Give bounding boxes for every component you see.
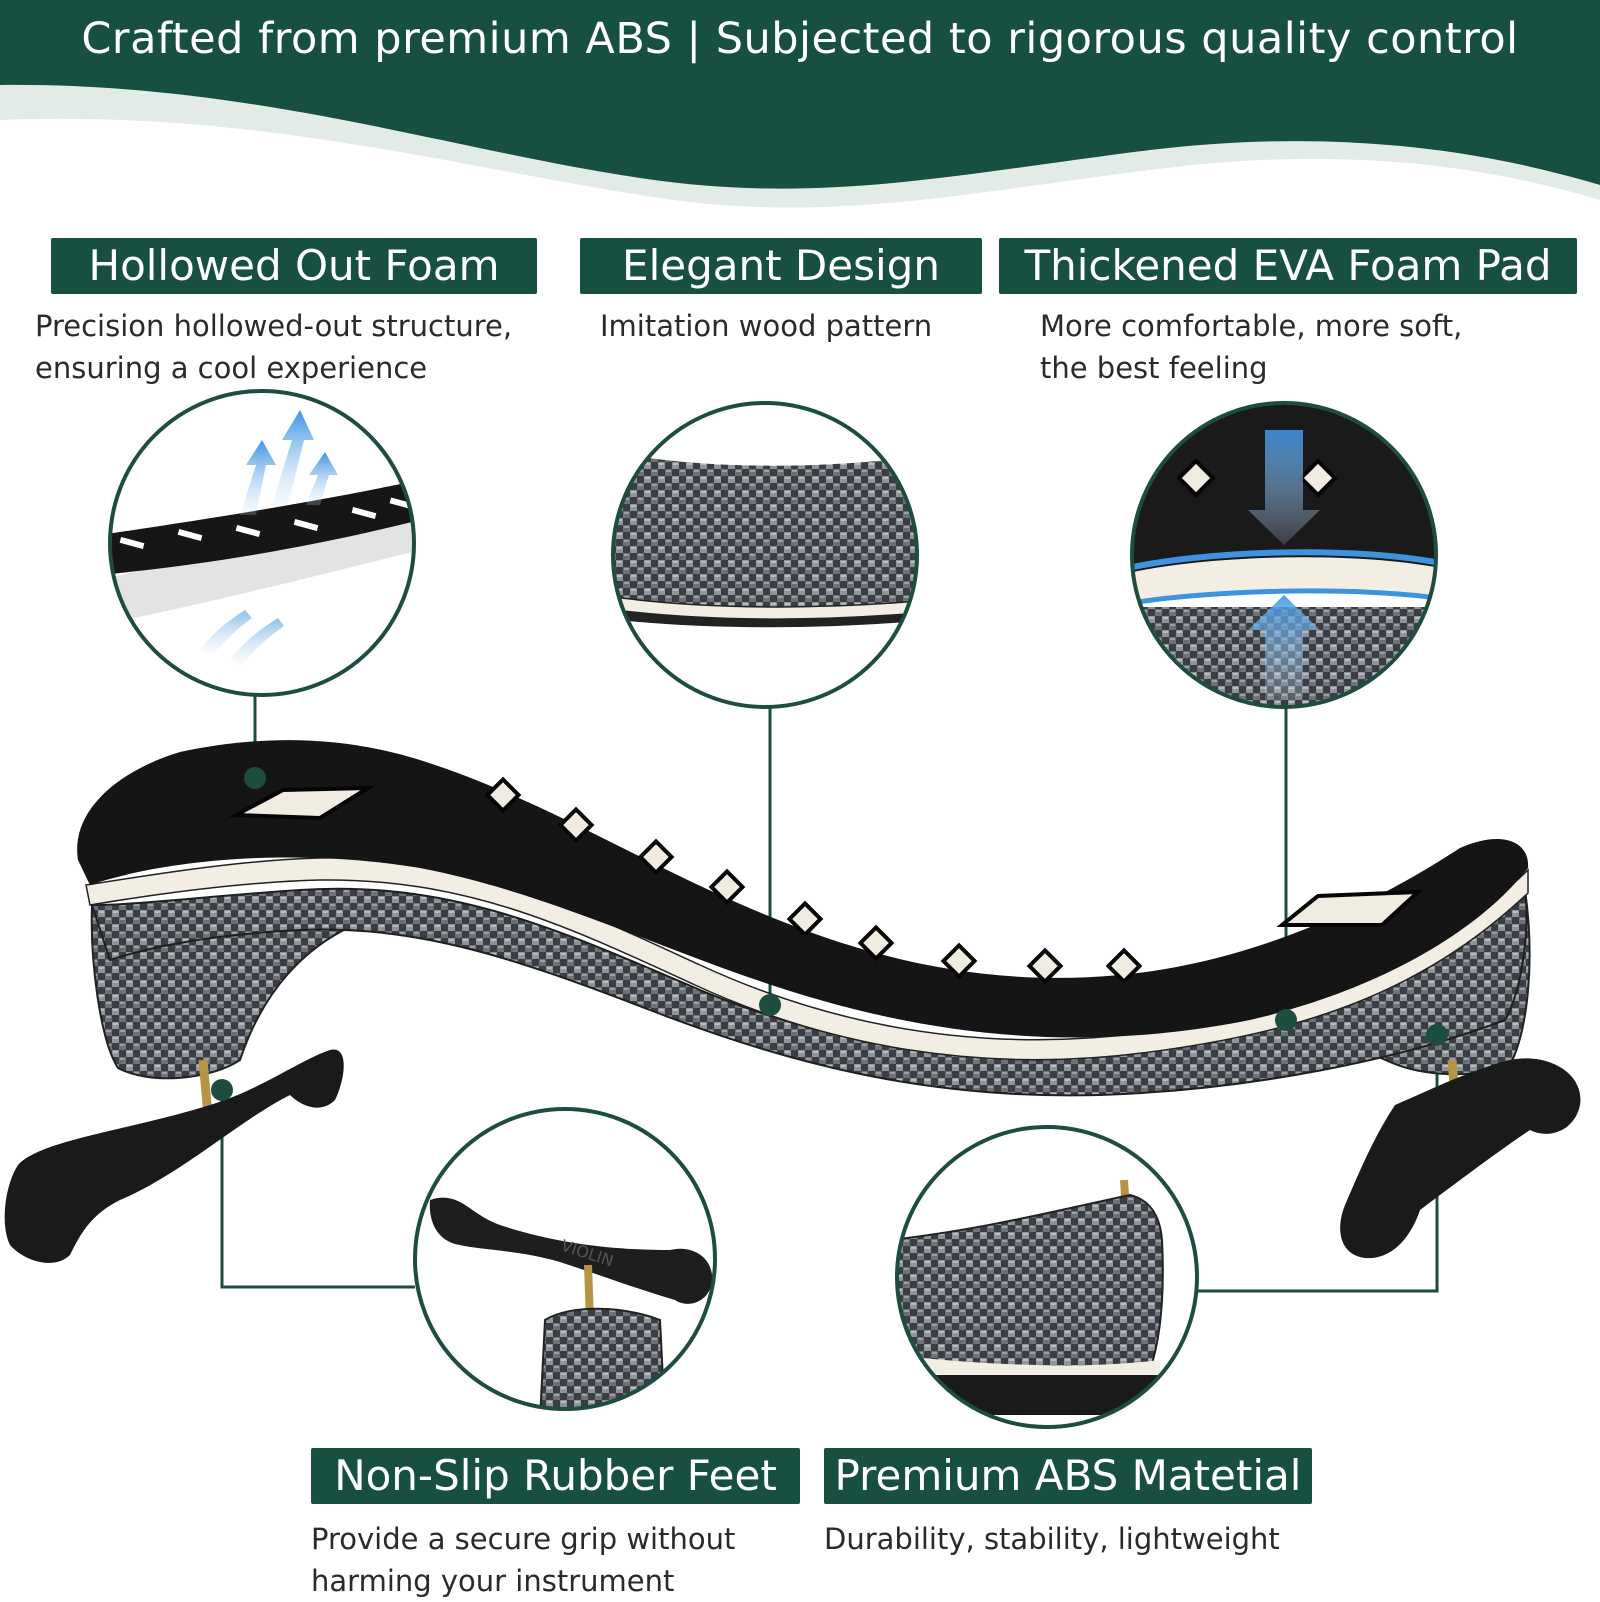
feature-desc-hollowed: Precision hollowed-out structure, ensuri… xyxy=(35,309,513,385)
compression-arrows-icon xyxy=(1248,430,1320,700)
feature-desc-elegant: Imitation wood pattern xyxy=(600,309,933,343)
feature-desc-rubber: Provide a secure grip without harming yo… xyxy=(311,1522,736,1598)
feature-title-eva: Thickened EVA Foam Pad xyxy=(999,238,1577,294)
banner-wave-dark xyxy=(0,0,1600,189)
feature-desc-eva: More comfortable, more soft, the best fe… xyxy=(1040,309,1463,385)
left-base-block xyxy=(90,903,381,1080)
right-rubber-foot xyxy=(1340,1058,1581,1259)
detail-circle-hollowed xyxy=(108,389,416,697)
callout-dots xyxy=(211,767,1448,1101)
left-rubber-foot xyxy=(4,1049,344,1263)
black-top-pad xyxy=(77,740,1529,1038)
detail-circle-elegant xyxy=(611,401,919,709)
banner-title: Crafted from premium ABS | Subjected to … xyxy=(81,14,1519,64)
feature-title-abs: Premium ABS Matetial xyxy=(824,1448,1312,1504)
callout-line-rubber xyxy=(220,1090,415,1289)
feature-title-elegant: Elegant Design xyxy=(580,238,982,294)
airflow-arrows-icon xyxy=(200,410,338,666)
top-banner xyxy=(0,0,1600,208)
feature-title-rubber: Non-Slip Rubber Feet xyxy=(311,1448,800,1504)
detail-circle-abs xyxy=(895,1125,1199,1429)
shoulder-rest xyxy=(4,740,1581,1263)
pad-holes xyxy=(228,776,1424,985)
carbon-body xyxy=(90,887,1528,1097)
feature-desc-abs: Durability, stability, lightweight xyxy=(824,1522,1280,1556)
feature-title-hollowed: Hollowed Out Foam xyxy=(51,238,537,294)
detail-circle-rubber: VIOLIN xyxy=(413,1107,717,1411)
detail-circle-eva xyxy=(1130,401,1438,709)
